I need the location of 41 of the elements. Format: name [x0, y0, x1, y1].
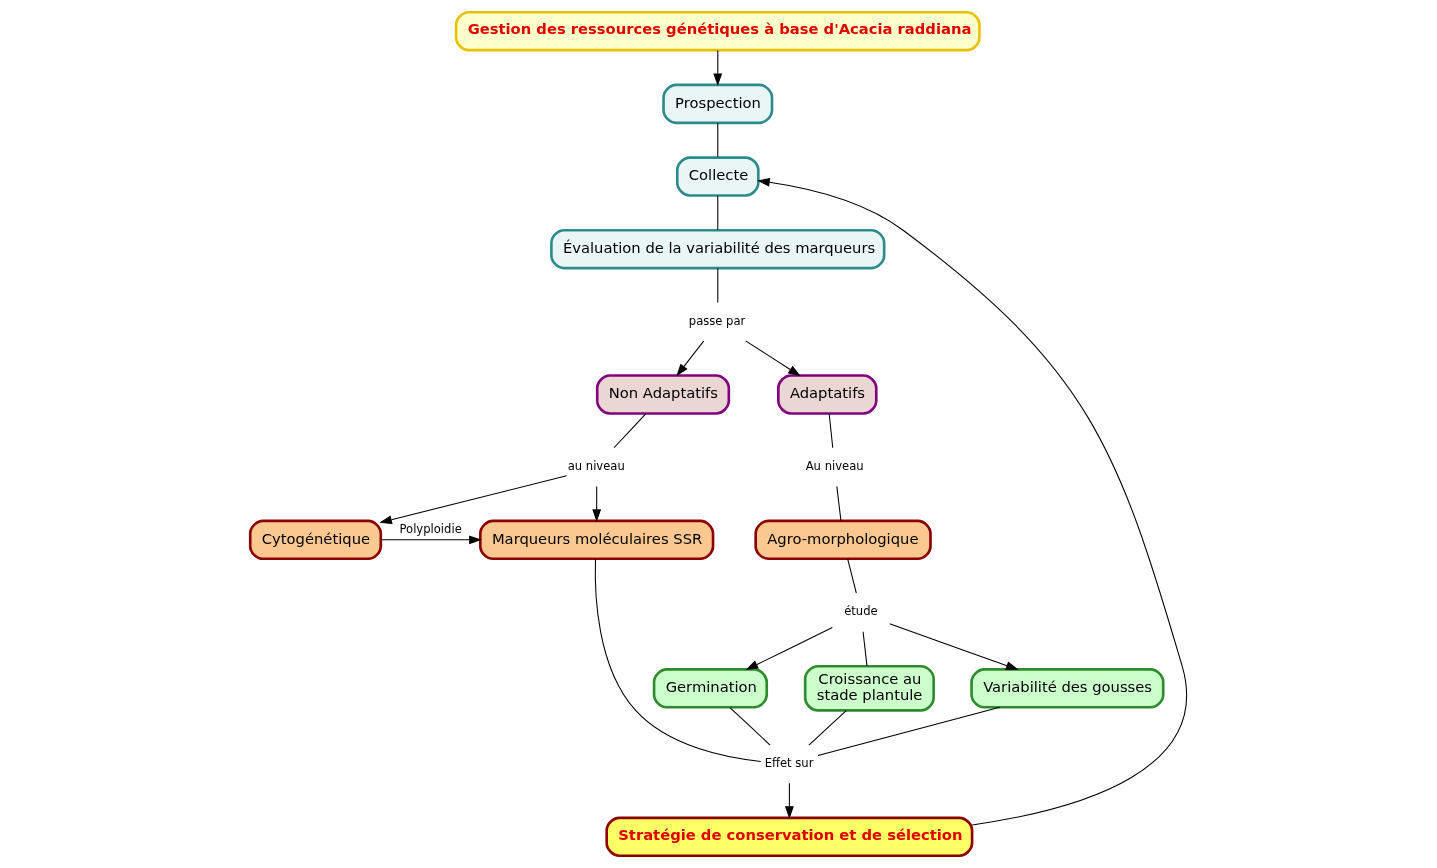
connector [613, 413, 647, 449]
arrow [592, 485, 602, 523]
node-text: passe par [688, 313, 746, 328]
connector [717, 195, 719, 231]
arrow [745, 627, 833, 671]
arrow [379, 475, 568, 524]
connector [729, 707, 771, 746]
node-box: Variabilité des gousses [970, 668, 1165, 709]
connector [817, 706, 1001, 757]
node-box: Cytogénétique [248, 519, 383, 561]
connector [594, 558, 762, 762]
arrow [713, 49, 723, 87]
connector [717, 267, 719, 303]
node-box: Adaptatifs [777, 374, 878, 415]
connector [808, 710, 847, 746]
connector [836, 485, 842, 521]
connector [717, 122, 719, 158]
node-text: au niveau [567, 459, 625, 474]
node-box: Germination [652, 668, 769, 709]
node-text: Effet sur [764, 756, 814, 771]
arrow [889, 623, 1019, 670]
arrow [784, 782, 794, 819]
node-box: Gestion des ressources génétiques à base d'Acacia raddiana [454, 10, 981, 52]
connector [828, 413, 834, 449]
node-box: Croissance au stade plantule [803, 664, 935, 712]
arrow [757, 177, 1187, 826]
node-box: Évaluation de la variabilité des marqueurs [550, 228, 886, 270]
node-text: étude [844, 604, 878, 619]
node-box: Non Adaptatifs [595, 374, 731, 415]
node-text: Au niveau [805, 459, 864, 474]
arrow [745, 340, 801, 377]
arrow [676, 340, 705, 377]
arrow [380, 535, 482, 545]
node-box: Collecte [675, 156, 760, 197]
node-box: Stratégie de conservation et de sélection [605, 816, 974, 858]
node-box: Prospection [662, 83, 774, 125]
node-box: Marqueurs moléculaires SSR [479, 519, 715, 561]
edge-label: Polyploidie [399, 522, 462, 537]
connector [847, 558, 857, 594]
connector [862, 631, 868, 667]
node-box: Agro-morphologique [754, 519, 932, 561]
